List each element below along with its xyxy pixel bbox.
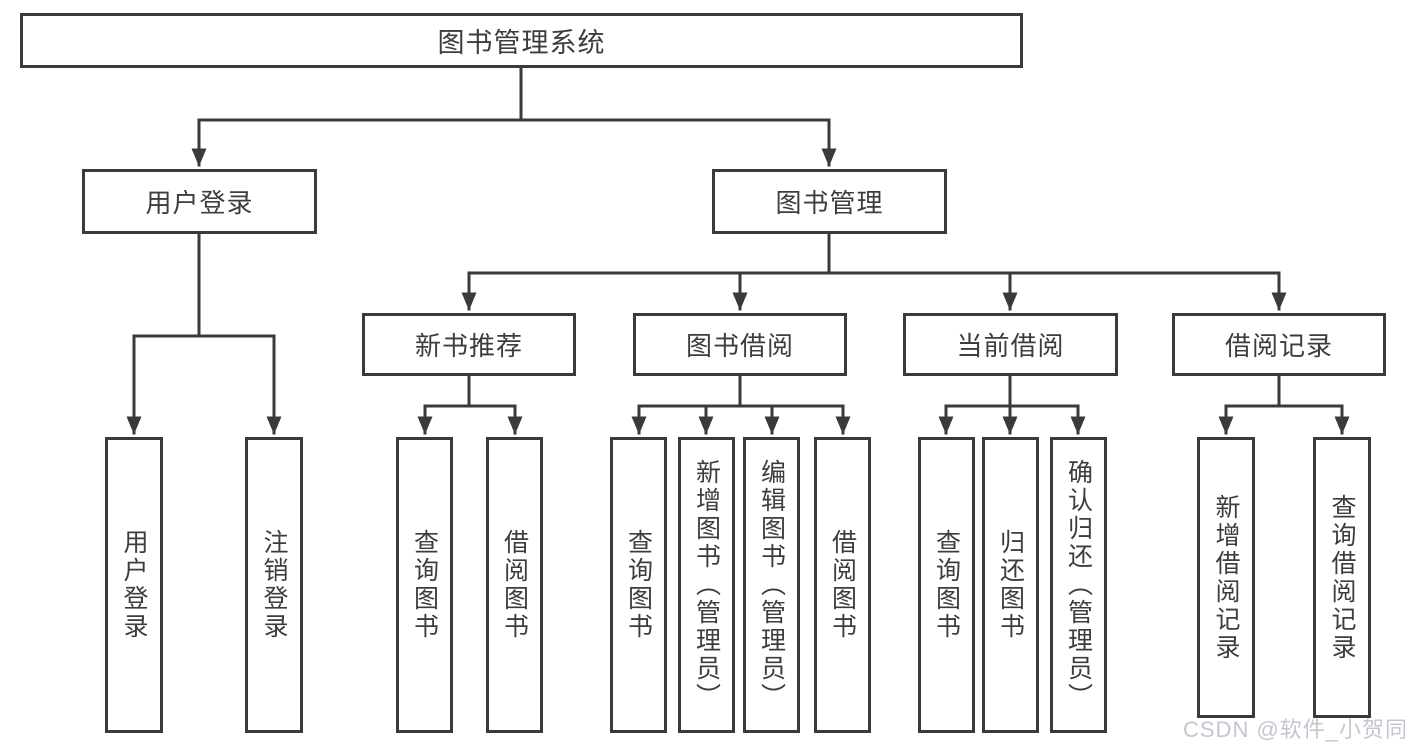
node-current-borrowing: 当前借阅 xyxy=(903,313,1118,376)
leaf-query-borrow-record-label: 查询借阅记录 xyxy=(1328,493,1356,662)
leaf-query-books-recommend: 查询图书 xyxy=(396,437,453,733)
node-borrowing-records: 借阅记录 xyxy=(1172,313,1386,376)
node-borrowing-records-label: 借阅记录 xyxy=(1224,331,1333,361)
leaf-confirm-return-admin: 确认归还（管理员） xyxy=(1050,437,1107,733)
node-book-borrowing: 图书借阅 xyxy=(633,313,847,376)
leaf-borrow-books-label: 借阅图书 xyxy=(828,529,857,641)
leaf-query-books-borrowing-label: 查询图书 xyxy=(624,529,653,641)
leaf-user-login-label: 用户登录 xyxy=(120,529,148,641)
node-library-system: 图书管理系统 xyxy=(20,13,1023,68)
node-user-login-label: 用户登录 xyxy=(145,188,254,218)
leaf-add-borrow-record-label: 新增借阅记录 xyxy=(1212,493,1240,662)
leaf-borrow-books-recommend: 借阅图书 xyxy=(486,437,543,733)
node-book-management-label: 图书管理 xyxy=(775,188,884,218)
leaf-add-borrow-record: 新增借阅记录 xyxy=(1197,437,1255,718)
leaf-confirm-return-admin-label: 确认归还（管理员） xyxy=(1064,459,1093,711)
leaf-borrow-books: 借阅图书 xyxy=(814,437,871,733)
leaf-add-books-admin-label: 新增图书（管理员） xyxy=(692,459,721,711)
leaf-query-books-current-label: 查询图书 xyxy=(932,529,961,641)
leaf-edit-books-admin-label: 编辑图书（管理员） xyxy=(757,459,786,711)
leaf-return-books: 归还图书 xyxy=(982,437,1039,733)
leaf-query-books-borrowing: 查询图书 xyxy=(610,437,667,733)
node-book-management: 图书管理 xyxy=(712,169,947,234)
watermark: CSDN @软件_小贺同学 xyxy=(1183,717,1405,742)
node-current-borrowing-label: 当前借阅 xyxy=(956,331,1065,361)
node-user-login: 用户登录 xyxy=(82,169,317,234)
leaf-logout-label: 注销登录 xyxy=(260,529,288,641)
leaf-add-books-admin: 新增图书（管理员） xyxy=(678,437,735,733)
node-library-system-label: 图书管理系统 xyxy=(437,28,606,58)
leaf-query-books-recommend-label: 查询图书 xyxy=(410,529,439,641)
leaf-logout: 注销登录 xyxy=(245,437,303,733)
leaf-borrow-books-recommend-label: 借阅图书 xyxy=(500,529,529,641)
leaf-edit-books-admin: 编辑图书（管理员） xyxy=(743,437,800,733)
leaf-query-borrow-record: 查询借阅记录 xyxy=(1313,437,1371,718)
leaf-query-books-current: 查询图书 xyxy=(918,437,975,733)
leaf-user-login: 用户登录 xyxy=(105,437,163,733)
node-new-book-recommend-label: 新书推荐 xyxy=(414,331,523,361)
node-book-borrowing-label: 图书借阅 xyxy=(685,331,794,361)
node-new-book-recommend: 新书推荐 xyxy=(362,313,576,376)
leaf-return-books-label: 归还图书 xyxy=(996,529,1025,641)
